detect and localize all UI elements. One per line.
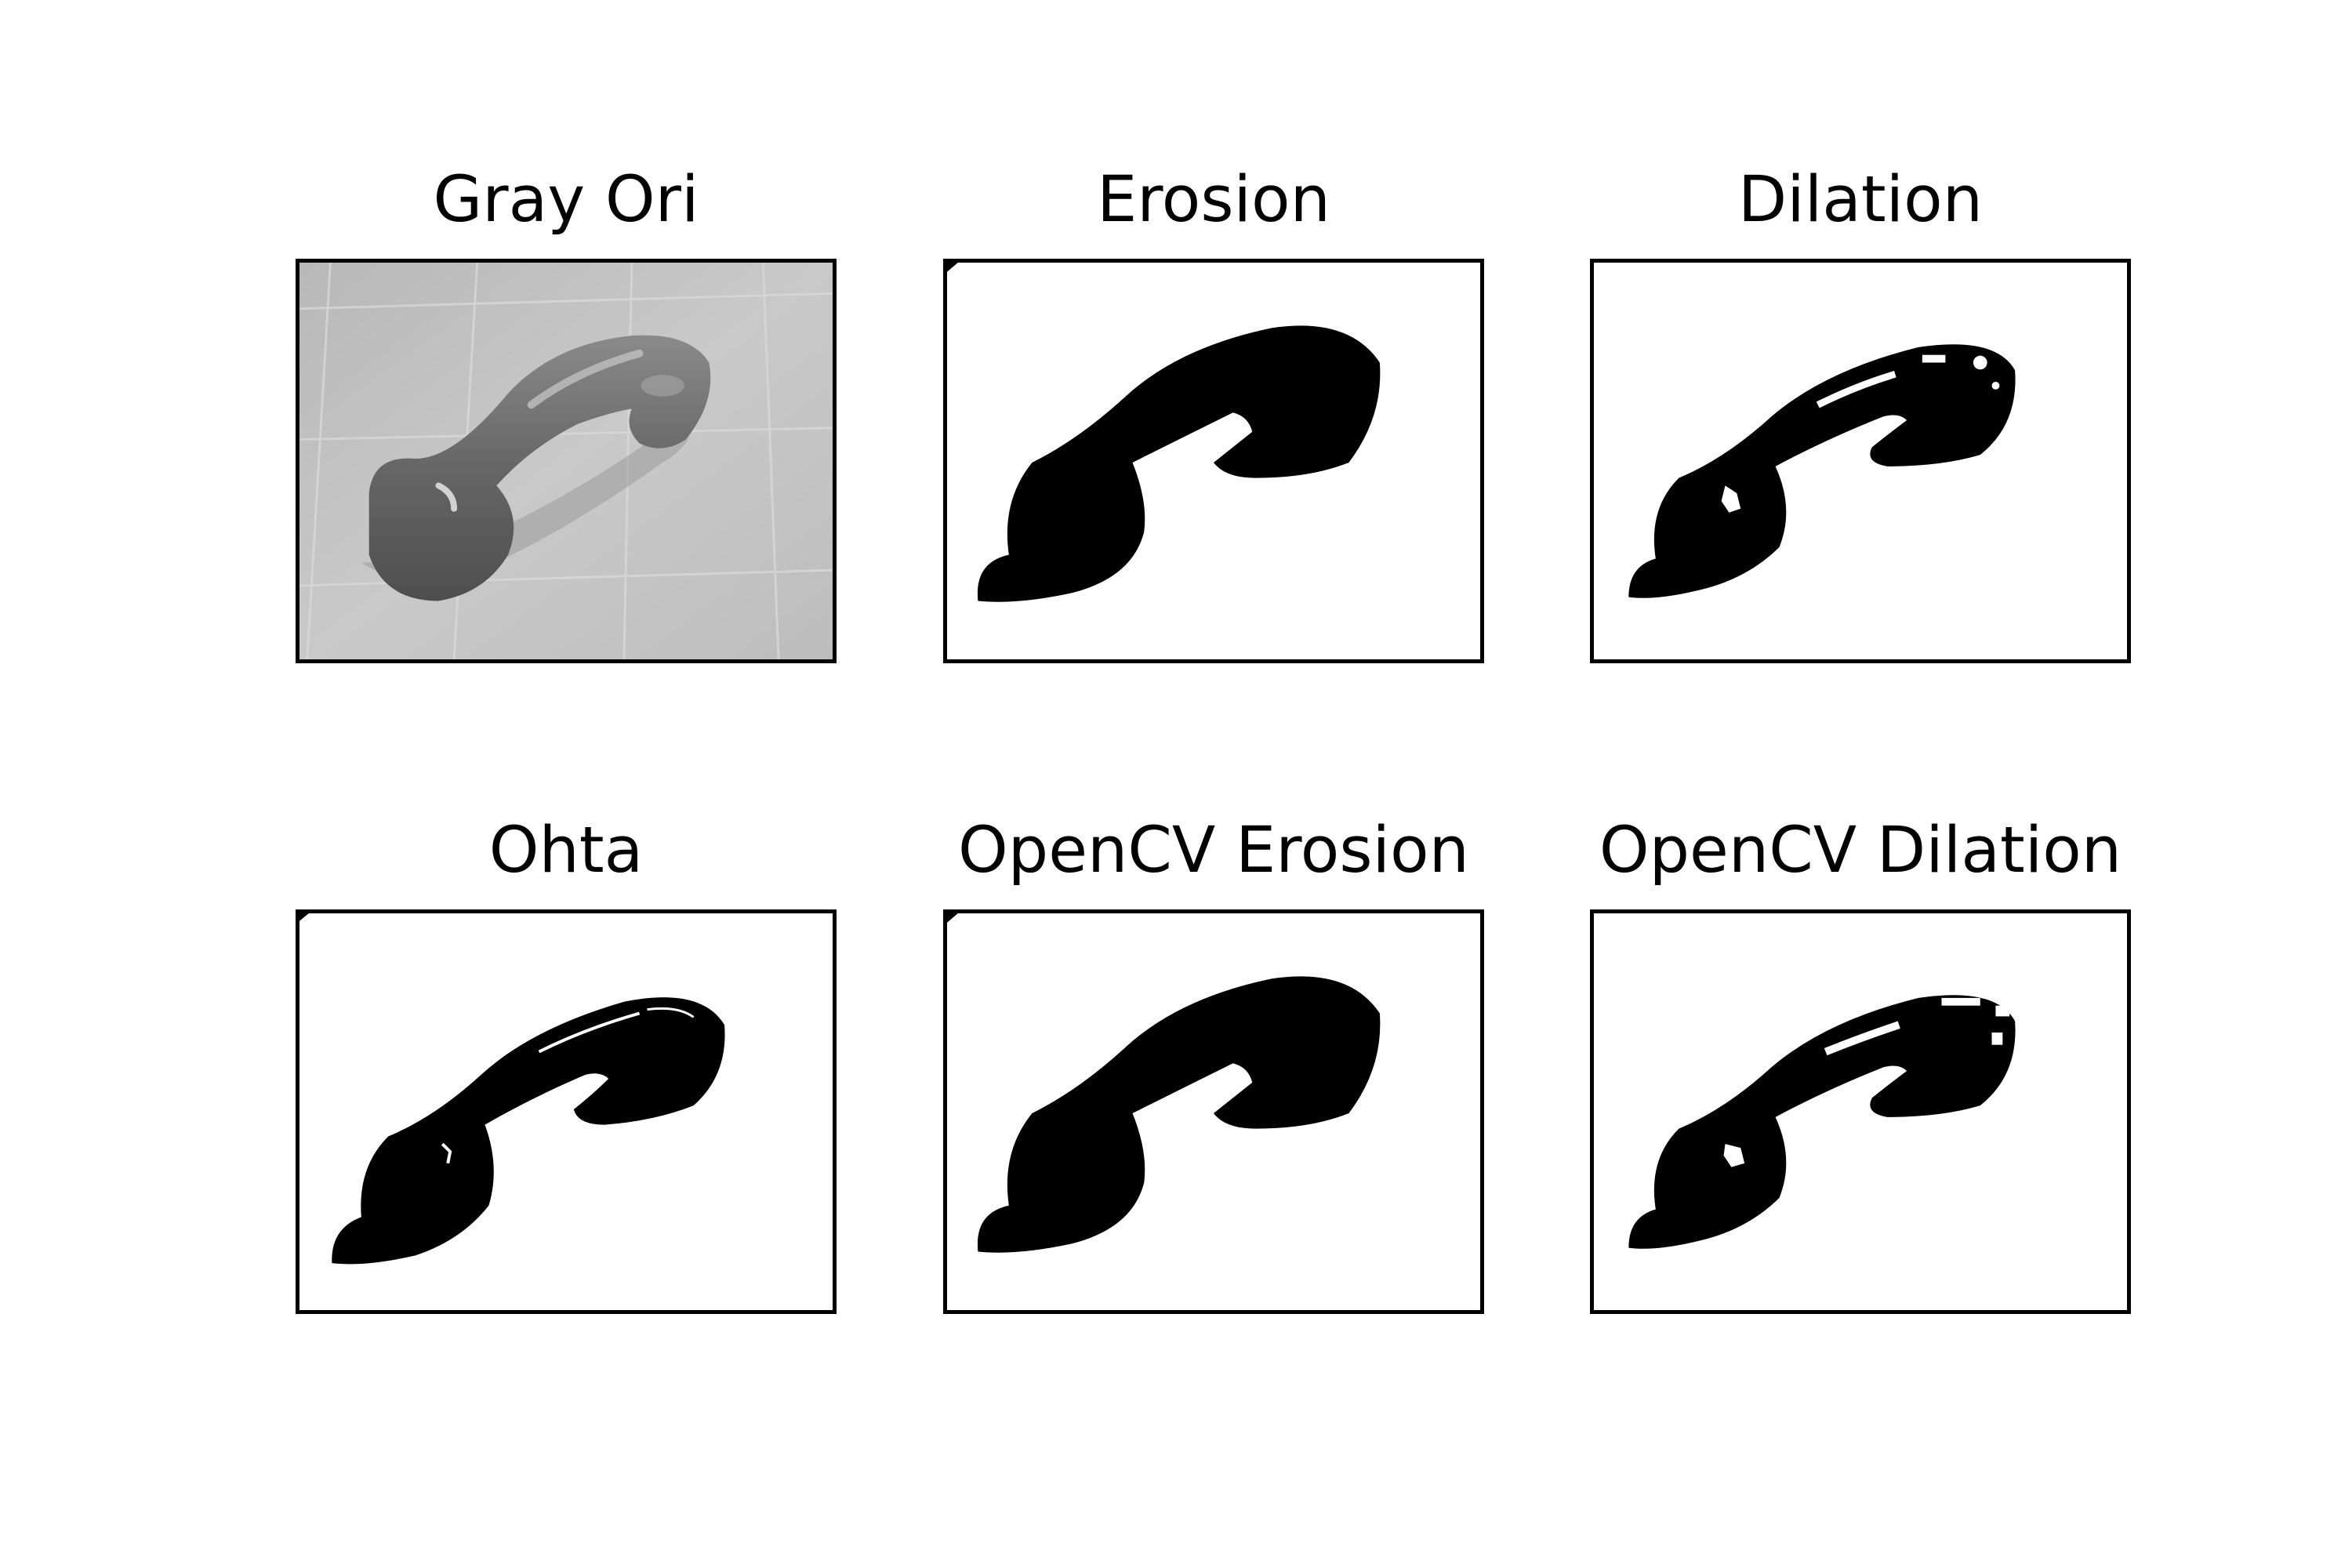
panel-opencv-erosion: OpenCV Erosion — [943, 819, 1484, 1314]
panel-title-ohta: Ohta — [488, 814, 644, 887]
panel-dilation: Dilation — [1590, 169, 2131, 663]
opencv-dilation-result-image — [1590, 909, 2131, 1314]
panel-title-dilation: Dilation — [1737, 163, 1984, 237]
grayscale-phone-image — [296, 259, 837, 663]
panel-title-opencv-erosion: OpenCV Erosion — [958, 814, 1469, 887]
dilation-result-image — [1590, 259, 2131, 663]
ohta-threshold-image — [296, 909, 837, 1314]
opencv-erosion-result-image — [943, 909, 1484, 1314]
panel-erosion: Erosion — [943, 169, 1484, 663]
panel-title-erosion: Erosion — [1097, 163, 1330, 237]
panel-gray-ori: Gray Ori — [296, 169, 837, 663]
panel-ohta: Ohta — [296, 819, 837, 1314]
panel-title-opencv-dilation: OpenCV Dilation — [1599, 814, 2122, 887]
panel-opencv-dilation: OpenCV Dilation — [1590, 819, 2131, 1314]
panel-title-gray-ori: Gray Ori — [433, 163, 699, 237]
erosion-result-image — [943, 259, 1484, 663]
